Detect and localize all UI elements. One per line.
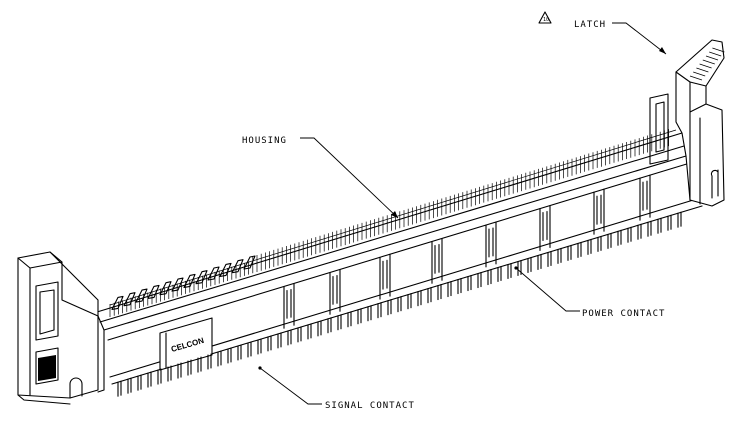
signal-contact-tabs (111, 255, 256, 310)
housing-label: HOUSING (242, 136, 287, 146)
latch-label: LATCH (574, 20, 606, 30)
power-contact-callout: POWER CONTACT (514, 266, 665, 319)
housing-marking-panel: CELCON (159, 317, 213, 371)
module-divider (379, 253, 391, 300)
latch-callout: 10 LATCH (538, 11, 667, 55)
module-divider (283, 282, 295, 329)
module-divider (593, 188, 605, 235)
contact-comb-lines (109, 129, 669, 317)
contact-pins (117, 211, 682, 397)
left-latch (17, 251, 105, 405)
module-divider (639, 174, 651, 221)
contact-comb (109, 129, 669, 317)
signal-contact-callout: SIGNAL CONTACT (258, 366, 414, 411)
signal-contact-label: SIGNAL CONTACT (325, 401, 415, 411)
power-contact-label: POWER CONTACT (582, 309, 665, 319)
latch-grip-ribs (689, 47, 725, 81)
latch-rib-lines (689, 47, 725, 81)
right-latch (649, 39, 725, 207)
module-divider (329, 268, 341, 315)
module-divider (539, 205, 551, 252)
revision-flag-icon (538, 11, 552, 24)
module-divider (485, 221, 497, 268)
housing-callout: HOUSING (242, 136, 399, 219)
module-dividers (283, 174, 651, 329)
revision-flag-number: 10 (543, 17, 549, 23)
module-divider (431, 237, 443, 284)
pin-lines (117, 211, 682, 397)
